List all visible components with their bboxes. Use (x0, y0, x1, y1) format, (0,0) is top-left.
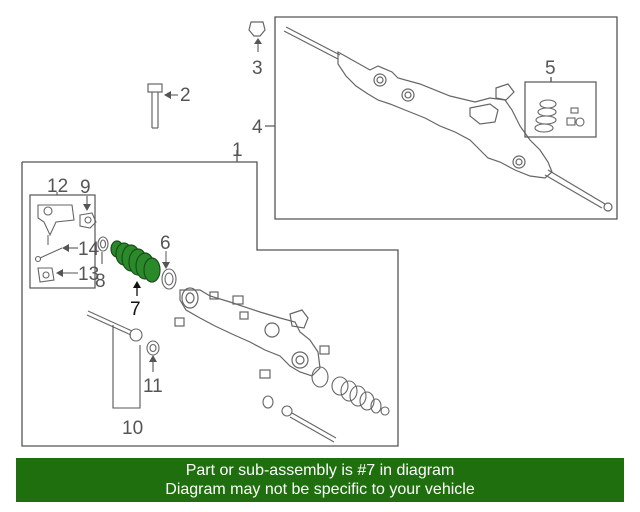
bolt-2-drawing (147, 83, 178, 129)
clamp-8-drawing (97, 236, 109, 252)
callout-10: 10 (122, 418, 143, 439)
banner-line-1: Part or sub-assembly is #7 in diagram (185, 462, 455, 479)
callout-1: 1 (232, 140, 243, 161)
callout-13: 13 (78, 264, 99, 285)
callout-5: 5 (545, 58, 556, 79)
callout-9: 9 (80, 177, 91, 198)
leaders-left (56, 192, 103, 277)
callout-8: 8 (95, 271, 106, 292)
leaders-10-11 (112, 325, 157, 409)
boot-kit-drawing (534, 99, 585, 133)
leader-7 (133, 281, 141, 296)
callout-12: 12 (47, 176, 68, 197)
nut-9-drawing (79, 212, 97, 229)
callout-14: 14 (78, 239, 100, 260)
right-tie-rod-drawing (281, 405, 337, 443)
info-banner: Part or sub-assembly is #7 in diagram Di… (16, 458, 624, 502)
bushing-3-drawing (248, 21, 266, 52)
tie-rod-10-drawing (86, 310, 160, 356)
callout-4: 4 (252, 117, 263, 138)
clamp-6-drawing (161, 251, 177, 290)
callout-6: 6 (160, 233, 171, 254)
tie-rod-end-box (29, 194, 96, 289)
sub-assembly-box (21, 150, 399, 447)
parts-diagram: 1 2 3 4 5 6 7 8 9 10 11 12 13 14 (21, 16, 618, 447)
right-boot-drawing (262, 366, 390, 416)
steering-boot-7 (110, 240, 161, 283)
rack-assembly-box (274, 16, 618, 220)
tie-rod-end-drawing (34, 204, 75, 283)
rack-housing-drawing (174, 287, 330, 379)
callout-3: 3 (252, 58, 263, 79)
boot-kit-box (524, 77, 597, 138)
callout-2: 2 (180, 85, 191, 106)
rack-assembly-drawing (283, 26, 613, 212)
callout-11: 11 (143, 376, 163, 397)
callout-7: 7 (130, 299, 141, 320)
banner-line-2: Diagram may not be specific to your vehi… (165, 481, 475, 498)
